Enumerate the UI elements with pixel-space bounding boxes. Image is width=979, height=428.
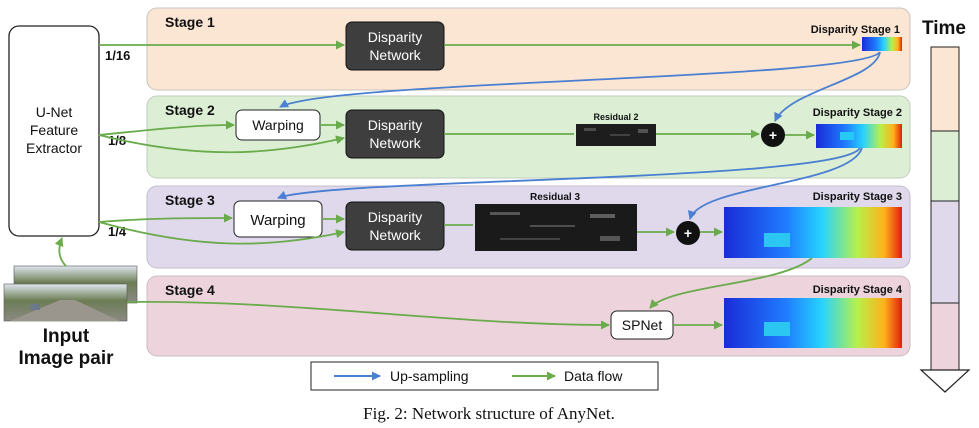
- disparity-stage-2-label: Disparity Stage 2: [813, 107, 902, 119]
- disparity-stage-1-image: [862, 37, 902, 51]
- warping-stage-2: Warping: [235, 109, 321, 141]
- stage-4-band: Stage 4: [146, 275, 911, 357]
- disparity-network-stage-2: Disparity Network: [345, 109, 445, 159]
- legend-dataflow-label: Data flow: [564, 368, 623, 384]
- disparity-network-stage-3: Disparity Network: [345, 201, 445, 251]
- stage-2-label: Stage 2: [165, 102, 215, 118]
- resolution-1-8: 1/8: [108, 133, 126, 148]
- svg-text:Warping: Warping: [250, 212, 305, 229]
- disparity-stage-4-label: Disparity Stage 4: [813, 284, 903, 296]
- plus-node-stage-3: +: [676, 221, 700, 245]
- time-arrow-head: [919, 369, 971, 393]
- disparity-stage-4-image: [724, 298, 902, 348]
- svg-text:SPNet: SPNet: [622, 317, 663, 333]
- extractor-line-1: U-Net: [36, 104, 73, 120]
- unet-feature-extractor: U-Net Feature Extractor: [8, 25, 100, 237]
- disparity-stage-2-image: [816, 124, 902, 148]
- legend: Up-sampling Data flow: [310, 361, 659, 391]
- time-bar: [919, 46, 971, 393]
- stage-2-band: Stage 2: [146, 95, 911, 179]
- resolution-1-16: 1/16: [105, 48, 130, 63]
- svg-text:Disparity: Disparity: [368, 209, 422, 225]
- stage-4-label: Stage 4: [165, 282, 215, 298]
- disparity-stage-1-label: Disparity Stage 1: [811, 24, 900, 36]
- disparity-network-stage-1: Disparity Network: [345, 21, 445, 71]
- legend-upsampling-label: Up-sampling: [390, 368, 469, 384]
- residual-3-label: Residual 3: [530, 192, 580, 203]
- svg-text:Network: Network: [369, 135, 421, 151]
- svg-text:Network: Network: [369, 227, 421, 243]
- svg-text:Warping: Warping: [252, 117, 304, 133]
- svg-text:Disparity: Disparity: [368, 117, 422, 133]
- residual-3-image: [475, 204, 637, 251]
- svg-text:+: +: [684, 225, 692, 241]
- extractor-line-2: Feature: [30, 122, 78, 138]
- input-label-line-2: Image pair: [18, 348, 114, 369]
- svg-text:+: +: [769, 127, 777, 143]
- extractor-line-3: Extractor: [26, 140, 82, 156]
- spnet-block: SPNet: [610, 310, 674, 340]
- warping-stage-3: Warping: [233, 200, 323, 238]
- stage-3-label: Stage 3: [165, 192, 215, 208]
- disparity-stage-3-label: Disparity Stage 3: [813, 191, 902, 203]
- plus-node-stage-2: +: [761, 123, 785, 147]
- time-label: Time: [922, 18, 966, 39]
- stage-1-label: Stage 1: [165, 14, 215, 30]
- up-sampling-arrows: [277, 51, 881, 220]
- input-image-pair: [3, 265, 138, 322]
- disparity-stage-3-image: [724, 207, 902, 258]
- input-label-line-1: Input: [43, 326, 90, 347]
- figure-caption: Fig. 2: Network structure of AnyNet.: [363, 404, 615, 423]
- svg-text:Network: Network: [369, 47, 421, 63]
- stage-1-band: Stage 1: [146, 7, 911, 91]
- data-flow-arrows: [54, 40, 861, 330]
- svg-text:Disparity: Disparity: [368, 29, 422, 45]
- residual-2-label: Residual 2: [593, 112, 638, 122]
